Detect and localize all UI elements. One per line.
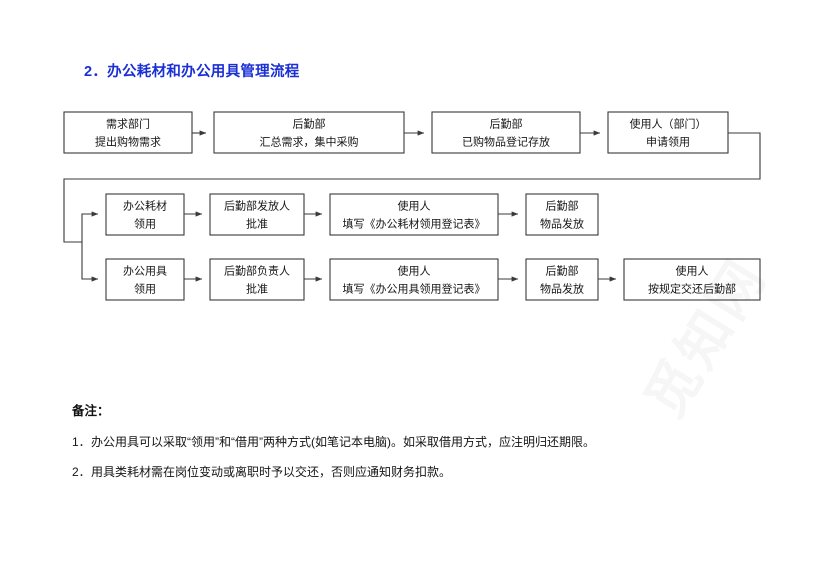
node-line1: 办公用具 bbox=[123, 264, 167, 277]
node-box bbox=[607, 111, 729, 154]
note-number: 1． bbox=[72, 435, 91, 449]
node-box bbox=[329, 258, 499, 301]
node-line2: 填写《办公耗材领用登记表》 bbox=[343, 216, 486, 230]
node-box bbox=[105, 193, 185, 236]
node-line2: 按规定交还后勤部 bbox=[648, 281, 736, 295]
note-number: 2． bbox=[72, 465, 91, 479]
node-line1: 后勤部 bbox=[546, 198, 579, 212]
node-line2: 领用 bbox=[134, 282, 156, 295]
node-line2: 批准 bbox=[246, 216, 268, 230]
node-line2: 填写《办公用具领用登记表》 bbox=[343, 281, 486, 295]
node-line2: 领用 bbox=[134, 217, 156, 230]
node-line1: 使用人（部门） bbox=[630, 116, 707, 130]
node-line1: 后勤部负责人 bbox=[224, 263, 290, 277]
flow-node-row1-3: 使用人（部门） 申请领用 bbox=[607, 111, 729, 154]
flow-node-row3-4: 使用人 按规定交还后勤部 bbox=[623, 258, 761, 301]
node-line2: 已购物品登记存放 bbox=[462, 134, 550, 148]
node-box bbox=[329, 193, 499, 236]
note-item: 1．办公用具可以采取“领用”和“借用”两种方式(如笔记本电脑)。如采取借用方式，… bbox=[72, 433, 772, 450]
connector-wrap-row1-to-branch bbox=[63, 132, 761, 243]
node-line1: 使用人 bbox=[398, 264, 431, 277]
flow-node-row3-3: 后勤部 物品发放 bbox=[525, 258, 599, 301]
node-line1: 使用人 bbox=[676, 264, 709, 277]
node-box bbox=[431, 111, 581, 154]
node-line2: 汇总需求，集中采购 bbox=[260, 134, 359, 148]
node-box bbox=[525, 258, 599, 301]
flow-node-row1-1: 后勤部 汇总需求，集中采购 bbox=[213, 111, 405, 154]
flow-node-row3-2: 使用人 填写《办公用具领用登记表》 bbox=[329, 258, 499, 301]
page-title: 2．办公耗材和办公用具管理流程 bbox=[84, 64, 300, 80]
flow-node-row3-0: 办公用具 领用 bbox=[105, 258, 185, 301]
notes-section: 备注： 1．办公用具可以采取“领用”和“借用”两种方式(如笔记本电脑)。如采取借… bbox=[72, 400, 772, 493]
node-line2: 物品发放 bbox=[540, 216, 584, 230]
node-box bbox=[213, 111, 405, 154]
node-line2: 物品发放 bbox=[540, 281, 584, 295]
flow-node-row2-3: 后勤部 物品发放 bbox=[525, 193, 599, 236]
flow-node-row1-2: 后勤部 已购物品登记存放 bbox=[431, 111, 581, 154]
connector-branch-to-row2 bbox=[81, 211, 99, 242]
node-line2: 申请领用 bbox=[646, 135, 690, 148]
node-line1: 需求部门 bbox=[106, 116, 150, 130]
notes-heading: 备注： bbox=[72, 404, 110, 418]
flow-node-row2-1: 后勤部发放人 批准 bbox=[209, 193, 305, 236]
node-line1: 后勤部发放人 bbox=[224, 198, 290, 212]
connector-branch-to-row3 bbox=[81, 242, 99, 282]
node-box bbox=[623, 258, 761, 301]
note-item: 2．用具类耗材需在岗位变动或离职时予以交还，否则应通知财务扣款。 bbox=[72, 463, 772, 480]
note-text: 用具类耗材需在岗位变动或离职时予以交还，否则应通知财务扣款。 bbox=[91, 465, 452, 479]
node-box bbox=[525, 193, 599, 236]
node-line2: 批准 bbox=[246, 281, 268, 295]
flow-node-row2-0: 办公耗材 领用 bbox=[105, 193, 185, 236]
node-line1: 使用人 bbox=[398, 199, 431, 212]
note-text: 办公用具可以采取“领用”和“借用”两种方式(如笔记本电脑)。如采取借用方式，应注… bbox=[91, 435, 595, 449]
flow-node-row2-2: 使用人 填写《办公耗材领用登记表》 bbox=[329, 193, 499, 236]
flow-node-row1-0: 需求部门 提出购物需求 bbox=[63, 111, 193, 154]
node-box bbox=[209, 193, 305, 236]
node-line1: 后勤部 bbox=[490, 116, 523, 130]
node-line1: 后勤部 bbox=[293, 116, 326, 130]
node-line1: 办公耗材 bbox=[123, 198, 167, 212]
flow-node-row3-1: 后勤部负责人 批准 bbox=[209, 258, 305, 301]
node-line1: 后勤部 bbox=[546, 263, 579, 277]
node-line2: 提出购物需求 bbox=[95, 134, 161, 148]
